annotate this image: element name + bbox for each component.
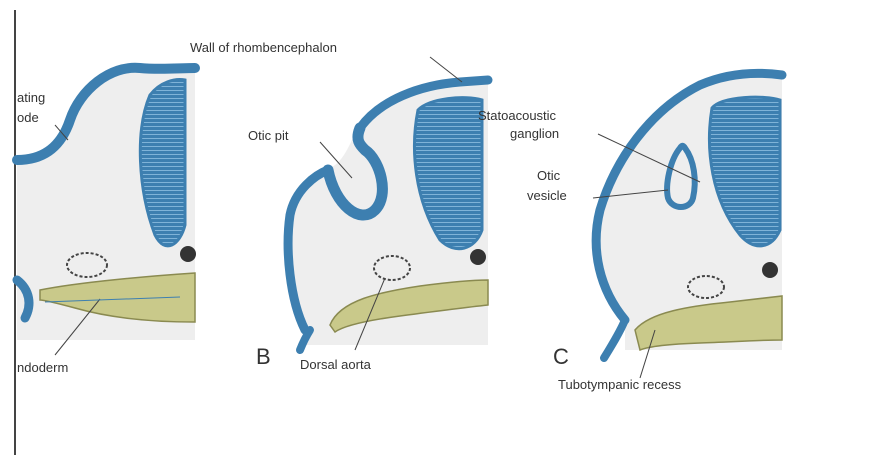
label-otic-1: Otic	[537, 168, 561, 183]
label-statoacoustic-2: ganglion	[510, 126, 559, 141]
panel-c-pharynx-wall	[604, 320, 625, 358]
panel-b-leader-wall	[430, 57, 462, 82]
label-stating-top: ating	[17, 90, 45, 105]
panel-b-notochord	[470, 249, 486, 265]
label-dorsal-aorta: Dorsal aorta	[300, 357, 372, 372]
panel-b-pharynx-wall	[300, 330, 310, 350]
label-tubotympanic: Tubotympanic recess	[558, 377, 682, 392]
panel-c-notochord	[762, 262, 778, 278]
label-stating-bottom: ode	[17, 110, 39, 125]
panel-a-notochord	[180, 246, 196, 262]
label-otic-2: vesicle	[527, 188, 567, 203]
label-endoderm: ndoderm	[17, 360, 68, 375]
panel-a: ating ode ndoderm	[17, 68, 196, 375]
panel-b: Wall of rhombencephalon Otic pit B Dorsa…	[190, 40, 488, 372]
label-panel-c: C	[553, 344, 569, 369]
label-wall-rhombencephalon: Wall of rhombencephalon	[190, 40, 337, 55]
label-panel-b: B	[256, 344, 271, 369]
label-otic-pit: Otic pit	[248, 128, 289, 143]
label-statoacoustic-1: Statoacoustic	[478, 108, 557, 123]
panel-c: Statoacoustic ganglion Otic vesicle C Tu…	[478, 73, 782, 392]
